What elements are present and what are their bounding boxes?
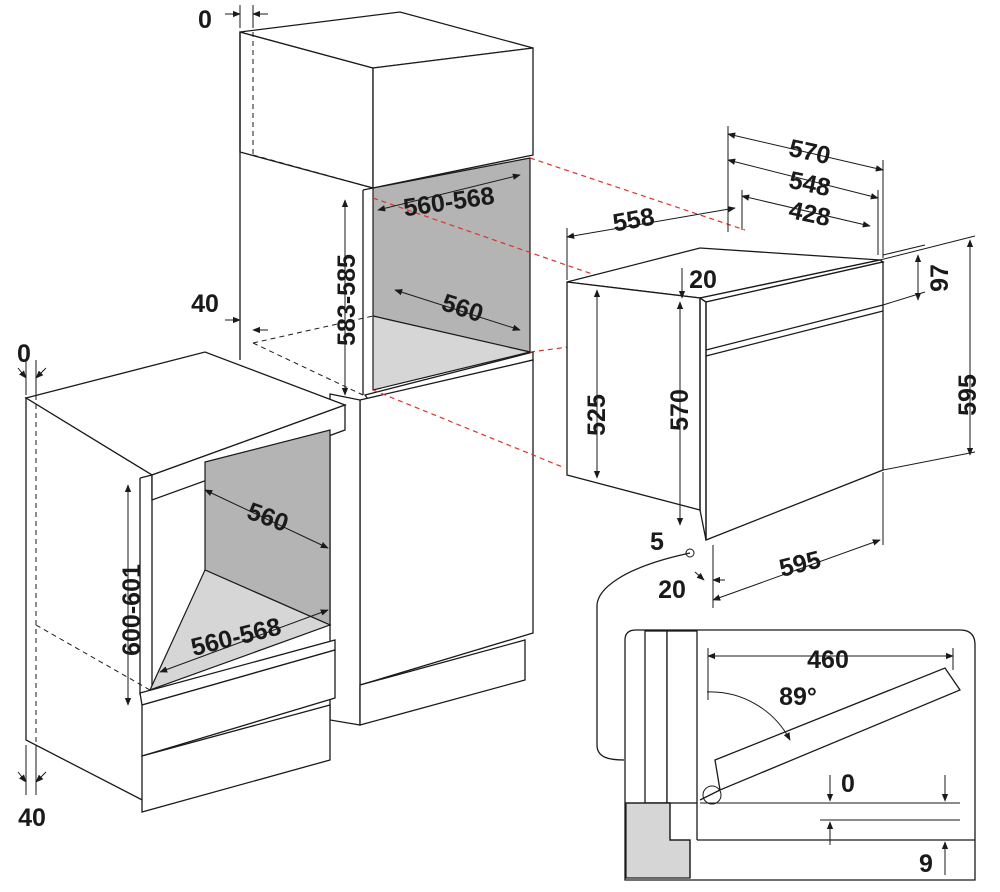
low-cabinet <box>24 351 347 813</box>
label-detail-door-angle: 89° <box>779 683 817 711</box>
label-oven-total-depth: 570 <box>786 134 833 170</box>
oven <box>566 247 885 541</box>
dimension-lines <box>17 5 976 875</box>
label-detail-hinge-9: 9 <box>919 850 933 878</box>
label-detail-door-reach: 460 <box>807 646 849 674</box>
label-low-top-clearance: 0 <box>17 340 31 368</box>
label-tall-top-clearance: 0 <box>198 6 212 34</box>
label-oven-front-offset: 20 <box>658 576 686 604</box>
label-oven-total-height: 595 <box>954 374 982 416</box>
label-oven-top-offset: 20 <box>689 266 717 294</box>
label-low-niche-height: 600-601 <box>118 564 146 656</box>
label-oven-inner-height: 570 <box>666 389 694 431</box>
label-oven-body-height: 525 <box>583 394 611 436</box>
open-door <box>714 667 961 791</box>
tall-niche-floor <box>372 315 531 391</box>
label-oven-panel-height: 97 <box>926 264 954 292</box>
label-detail-hinge-0: 0 <box>841 770 855 798</box>
label-oven-front-width: 595 <box>776 546 823 583</box>
door-detail <box>596 548 976 881</box>
label-tall-niche-height: 583-585 <box>333 254 361 346</box>
label-oven-body-width: 558 <box>611 203 657 238</box>
label-oven-side-gap: 5 <box>650 528 664 556</box>
label-tall-rear-gap: 40 <box>191 290 219 318</box>
label-low-bottom-gap: 40 <box>18 804 46 832</box>
